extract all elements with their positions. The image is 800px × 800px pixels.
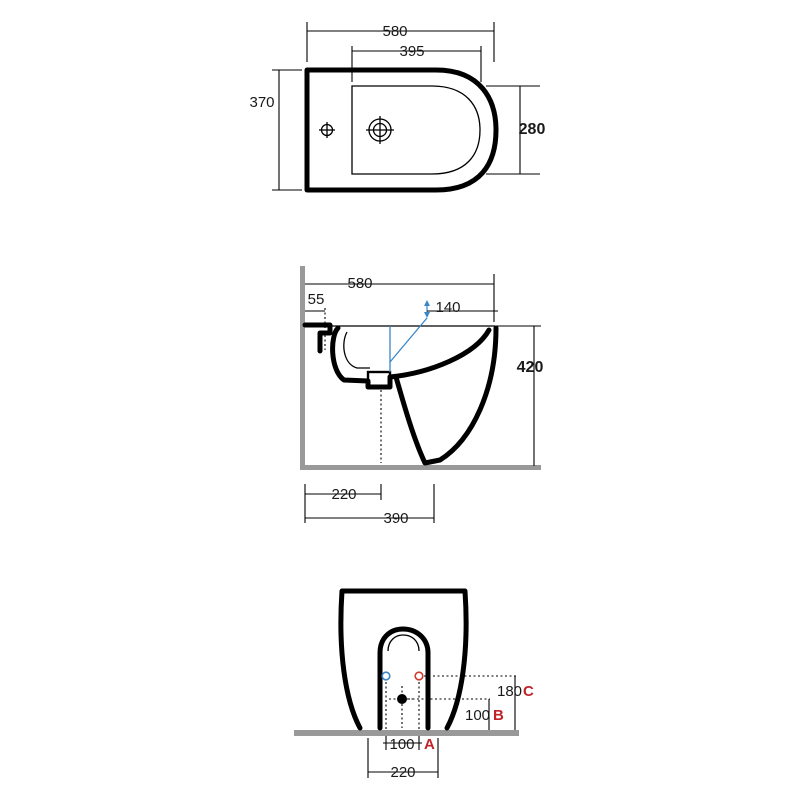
cold-water-icon	[381, 671, 391, 730]
top-depth-total-label: 370	[249, 94, 274, 111]
front-floor	[294, 730, 519, 736]
wall	[300, 266, 305, 469]
front-height-b-label: 100	[465, 707, 490, 724]
front-height-c-label: 180	[497, 683, 522, 700]
side-foot-distance-label: 390	[383, 510, 408, 527]
tap-hole-icon	[319, 122, 335, 138]
reference-a-label: A	[424, 736, 435, 753]
side-view: 580 55 140 420 220 390	[300, 266, 543, 527]
side-drain-distance-label: 220	[331, 486, 356, 503]
front-spacing-a-label: 100	[389, 736, 414, 753]
top-depth-bowl-label: 280	[519, 121, 546, 138]
front-view: 180 C 100 B 100 A 220	[294, 588, 534, 781]
top-view-outline	[304, 67, 499, 193]
side-pedestal-outline	[393, 325, 499, 466]
top-view-bowl	[351, 85, 481, 175]
reference-c-label: C	[523, 683, 534, 700]
rear-opening-outline	[377, 626, 431, 731]
hot-water-icon	[414, 671, 424, 730]
side-height-label: 420	[517, 359, 544, 376]
front-base-width-label: 220	[390, 764, 415, 781]
supply-line	[389, 317, 428, 363]
supply-arrow-icon	[424, 300, 430, 318]
side-supply-height-label: 140	[435, 299, 460, 316]
drain-connection-icon	[389, 686, 415, 728]
top-width-total-label: 580	[382, 23, 407, 40]
front-body-outline	[338, 588, 469, 731]
side-tap-offset-label: 55	[308, 291, 325, 308]
drain-icon	[366, 116, 394, 144]
top-view: 580 395 370 280	[249, 22, 546, 193]
reference-b-label: B	[493, 707, 504, 724]
floor	[300, 465, 541, 470]
side-width-total-label: 580	[347, 275, 372, 292]
top-bowl-length-label: 395	[399, 43, 424, 60]
